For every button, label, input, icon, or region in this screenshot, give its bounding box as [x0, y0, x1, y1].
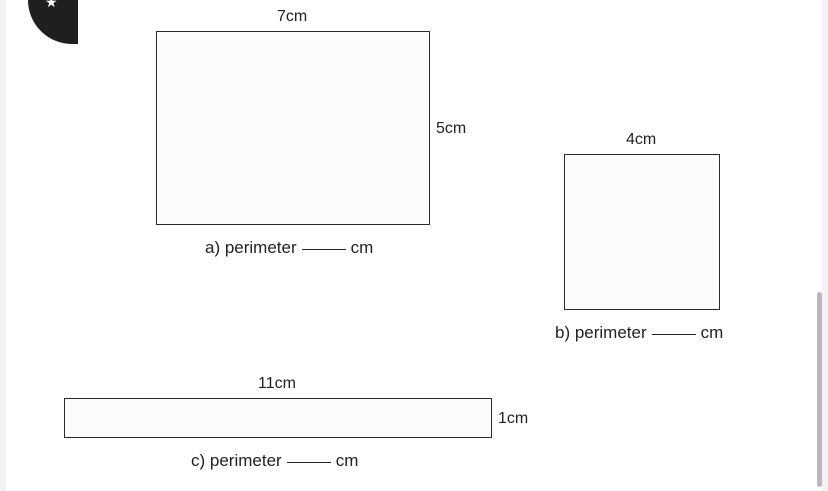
shape-c-height-label: 1cm — [498, 410, 529, 427]
page-gutter — [822, 0, 828, 491]
question-b-unit: cm — [700, 323, 724, 342]
vertical-scrollbar[interactable] — [817, 292, 822, 487]
shape-c-width-label: 11cm — [258, 375, 296, 392]
question-c-unit: cm — [335, 451, 359, 470]
question-b: b) perimeter cm — [555, 323, 723, 343]
question-b-prefix: b) perimeter — [555, 323, 647, 342]
question-a-unit: cm — [350, 238, 374, 257]
question-c-prefix: c) perimeter — [191, 451, 282, 470]
question-a-prefix: a) perimeter — [205, 238, 297, 257]
rectangle-c — [64, 398, 492, 438]
shape-a-height-label: 5cm — [436, 120, 467, 137]
answer-blank-b[interactable] — [651, 334, 696, 335]
rectangle-a — [156, 31, 430, 225]
answer-blank-a[interactable] — [301, 249, 346, 250]
shape-b-side-label: 4cm — [626, 131, 657, 148]
shape-a-width-label: 7cm — [277, 8, 308, 25]
square-b — [564, 154, 720, 310]
question-c: c) perimeter cm — [191, 451, 358, 471]
answer-blank-c[interactable] — [286, 462, 331, 463]
star-icon: ★ — [45, 0, 58, 10]
question-a: a) perimeter cm — [205, 238, 373, 258]
